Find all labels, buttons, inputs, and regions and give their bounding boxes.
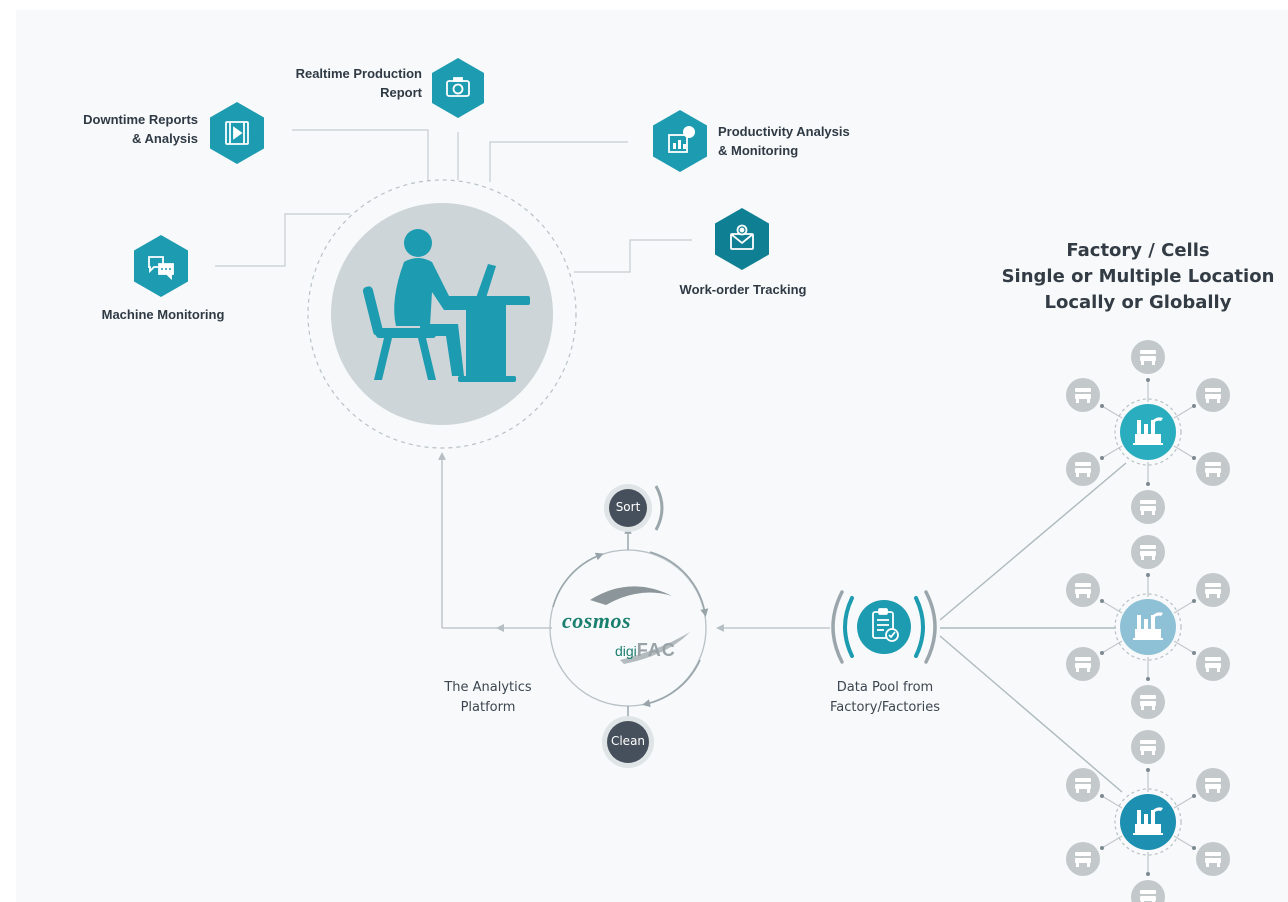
machine-label: Machine Monitoring bbox=[74, 305, 252, 324]
analytics-arrow-bottom bbox=[642, 659, 701, 708]
productivity-label-line2: & Monitoring bbox=[718, 143, 799, 158]
data-pool-caption-line2: Factory/Factories bbox=[829, 700, 941, 715]
connector-arrowhead bbox=[496, 624, 504, 632]
downtime-hexagon[interactable] bbox=[210, 102, 264, 164]
cosmos-logo: COSMOS bbox=[562, 608, 666, 634]
feature-icons bbox=[134, 58, 769, 297]
workorder-label: Work-order Tracking bbox=[655, 280, 831, 299]
machine-label-text: Machine Monitoring bbox=[101, 307, 225, 322]
downtime-label-line1: Downtime Reports bbox=[83, 112, 198, 127]
analytics-caption-line2: Platform bbox=[460, 700, 516, 715]
downtime-label: Downtime Reports & Analysis bbox=[40, 110, 198, 148]
analytics-caption: The Analytics Platform bbox=[420, 678, 556, 718]
video-player-icon bbox=[225, 121, 249, 145]
logo-swoosh bbox=[590, 586, 672, 605]
factory-connectors bbox=[939, 462, 1127, 793]
factory-cluster-2 bbox=[1066, 535, 1230, 719]
productivity-label-line1: Productivity Analysis bbox=[718, 124, 850, 139]
chat-bubbles-icon bbox=[148, 256, 174, 281]
diagram-canvas bbox=[16, 10, 1288, 902]
factory-clusters bbox=[16, 10, 1288, 902]
factory-title-line1: Factory / Cells bbox=[1066, 240, 1210, 261]
data-pool-caption-line1: Data Pool from bbox=[836, 680, 934, 695]
factory-cluster-3 bbox=[1066, 730, 1230, 902]
realtime-hexagon[interactable] bbox=[432, 58, 484, 118]
productivity-label: Productivity Analysis & Monitoring bbox=[718, 122, 888, 160]
bar-chart-icon bbox=[668, 126, 695, 153]
machine-hexagon[interactable] bbox=[134, 235, 188, 297]
analytics-arrow-top bbox=[649, 551, 709, 617]
envelope-gear-icon bbox=[730, 224, 754, 250]
logo-swoosh-lower bbox=[620, 632, 690, 664]
factory-cluster-1 bbox=[1066, 340, 1230, 524]
outer-dashed-ring bbox=[307, 179, 577, 449]
clean-label: Clean bbox=[610, 734, 646, 748]
digifac-logo: digiFAC bbox=[615, 640, 676, 661]
factory-title-line3: Locally or Globally bbox=[1044, 292, 1232, 313]
camera-icon bbox=[446, 77, 470, 97]
analytics-caption-line1: The Analytics bbox=[444, 680, 532, 695]
productivity-hexagon[interactable] bbox=[653, 110, 707, 172]
sort-label: Sort bbox=[615, 500, 641, 514]
realtime-label: Realtime Production Report bbox=[260, 64, 422, 102]
data-pool-caption: Data Pool from Factory/Factories bbox=[810, 678, 960, 718]
workorder-label-text: Work-order Tracking bbox=[679, 282, 807, 297]
sort-node bbox=[609, 489, 647, 527]
factory-title-line2: Single or Multiple Location bbox=[1001, 266, 1275, 287]
factory-title: Factory / Cells Single or Multiple Locat… bbox=[998, 238, 1278, 316]
cosmos-logo-word: COSMOS bbox=[562, 608, 631, 633]
analytics-arrow-left bbox=[552, 552, 604, 608]
digifac-logo-b: FAC bbox=[636, 640, 676, 660]
user-at-desk-icon bbox=[362, 229, 530, 382]
realtime-label-line1: Realtime Production bbox=[295, 66, 422, 81]
downtime-label-line2: & Analysis bbox=[132, 131, 198, 146]
digifac-logo-a: digi bbox=[615, 643, 637, 659]
clean-node bbox=[607, 721, 649, 763]
clipboard-check-icon bbox=[872, 608, 899, 642]
realtime-label-line2: Report bbox=[380, 85, 422, 100]
data-pool-node bbox=[831, 590, 937, 664]
sort-node-bracket bbox=[654, 485, 664, 531]
diagram-graphics bbox=[215, 129, 1127, 793]
workorder-hexagon[interactable] bbox=[715, 208, 769, 270]
feature-connectors bbox=[215, 129, 692, 273]
